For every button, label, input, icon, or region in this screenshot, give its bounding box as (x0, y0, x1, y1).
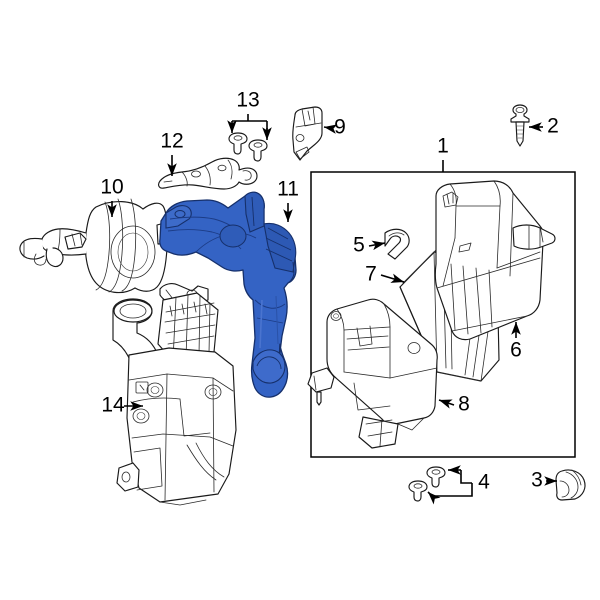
part-13-grommets (228, 132, 268, 162)
leader-9 (323, 124, 338, 134)
part-11-air-intake-duct-highlighted (159, 191, 297, 398)
part-12-mounting-bracket (158, 157, 258, 190)
callout-number-6: 6 (510, 339, 522, 362)
callout-number-8: 8 (458, 393, 470, 416)
part-5-air-cleaner-seal (384, 228, 410, 260)
leader-13-fork (231, 114, 268, 134)
part-3-mount-insulator (555, 469, 586, 501)
part-4-grommets (408, 466, 446, 502)
callout-number-1: 1 (437, 135, 449, 158)
part-10-air-inlet-duct (19, 198, 177, 294)
callout-number-10: 10 (100, 176, 123, 199)
part-6-air-cleaner-upper-housing (434, 180, 556, 341)
leader-4b (427, 491, 461, 505)
callout-number-5: 5 (353, 234, 365, 257)
leader-8 (438, 399, 455, 409)
callout-number-2: 2 (547, 115, 559, 138)
leader-4-bracket (460, 470, 473, 497)
callout-number-11: 11 (277, 178, 299, 201)
part-9-mass-air-flow-sensor (292, 106, 323, 161)
callout-number-4: 4 (478, 471, 490, 494)
callout-number-14: 14 (101, 394, 125, 417)
callout-number-3: 3 (531, 469, 543, 492)
leader-7 (380, 273, 405, 283)
callout-number-12: 12 (160, 130, 183, 153)
part-2-bolt (510, 104, 530, 147)
callout-number-7: 7 (365, 263, 377, 286)
callout-number-13: 13 (236, 89, 259, 112)
callout-leader-lines (107, 114, 557, 505)
part-14-resonator-assembly (112, 283, 237, 506)
part-8-air-cleaner-lower-housing (307, 298, 438, 449)
callout-number-9: 9 (334, 116, 346, 139)
leader-5 (368, 240, 386, 251)
